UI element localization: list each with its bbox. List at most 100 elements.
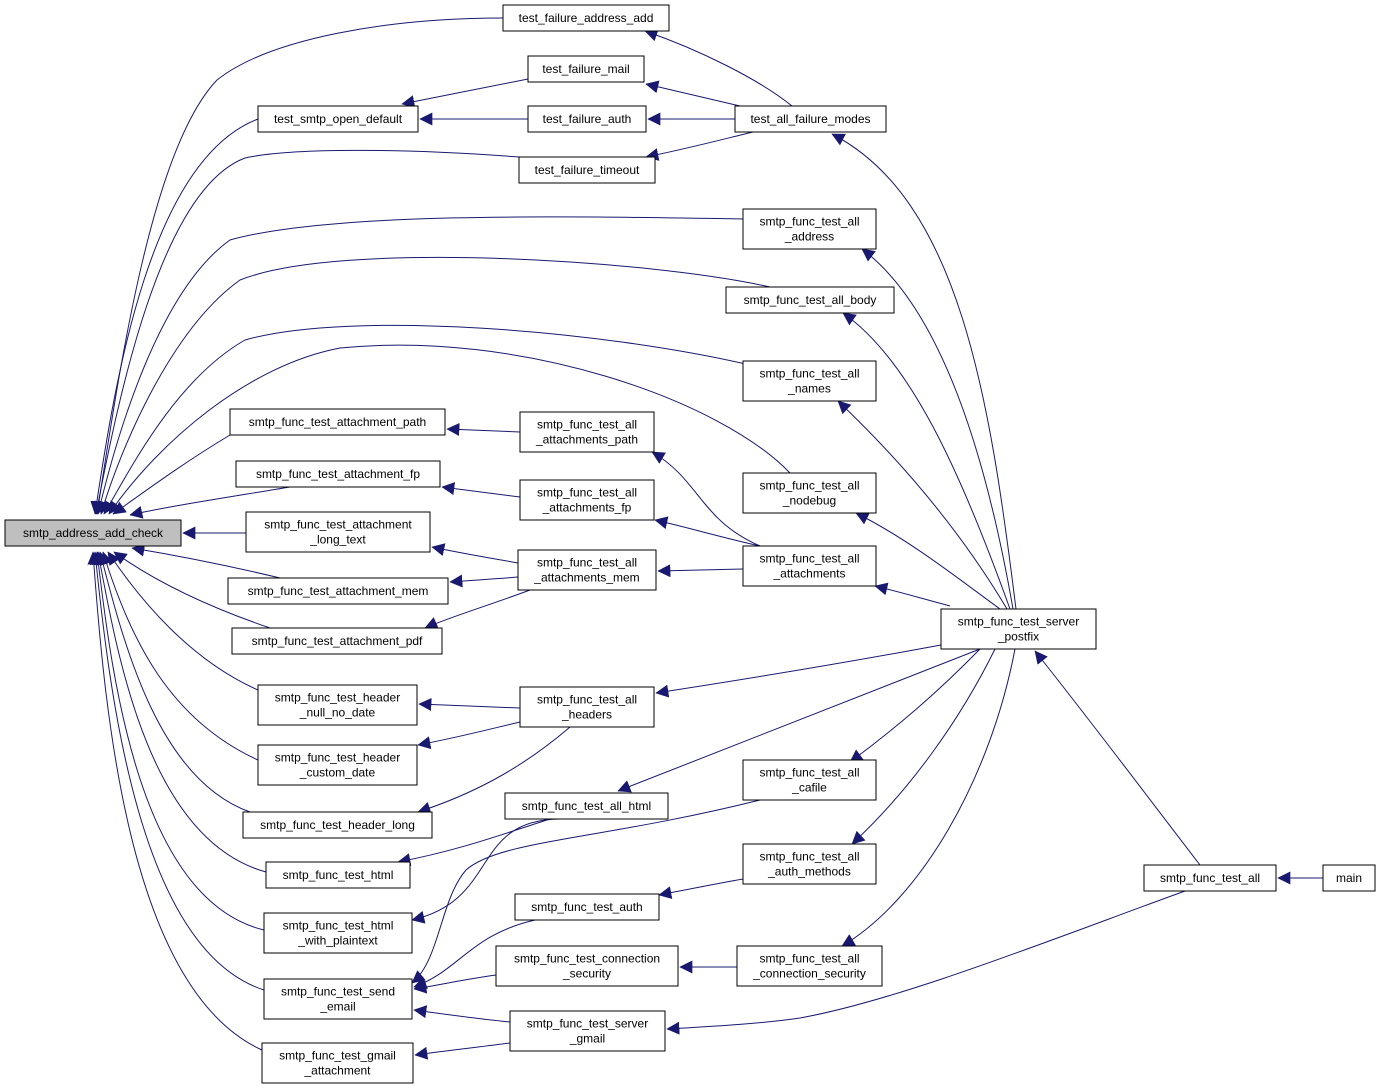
node-label: _attachments	[772, 567, 845, 581]
node-box[interactable]	[257, 744, 418, 786]
function-node[interactable]: smtp_func_test_all_connection_security	[736, 945, 883, 987]
node-box[interactable]	[1322, 864, 1376, 892]
edge-n22-to-n21	[418, 697, 521, 711]
node-label: smtp_func_test_all	[759, 367, 859, 381]
function-node[interactable]: smtp_func_test_all	[1143, 864, 1277, 892]
function-node[interactable]: smtp_func_test_auth	[514, 893, 660, 921]
node-box[interactable]	[742, 545, 877, 587]
edge-n20-to-n22	[655, 644, 942, 698]
node-box[interactable]	[227, 577, 449, 605]
node-box[interactable]	[495, 945, 679, 987]
node-box[interactable]	[519, 686, 655, 728]
node-box[interactable]	[242, 811, 433, 839]
function-node[interactable]: smtp_func_test_all_names	[742, 360, 877, 402]
function-node[interactable]: smtp_func_test_all_address	[742, 208, 877, 250]
function-node[interactable]: smtp_func_test_header_long	[242, 811, 433, 839]
edge-n32-to-n0	[91, 551, 265, 931]
node-box[interactable]	[504, 792, 669, 820]
node-box[interactable]	[263, 912, 413, 954]
edge-n20-to-n5	[831, 133, 1017, 610]
function-node[interactable]: smtp_func_test_attachment_mem	[227, 577, 449, 605]
function-node[interactable]: smtp_func_test_all_html	[504, 792, 669, 820]
function-node[interactable]: test_smtp_open_default	[257, 105, 419, 133]
node-box[interactable]	[502, 4, 670, 32]
function-node[interactable]: smtp_func_test_all_attachments_path	[519, 411, 655, 453]
node-label: _null_no_date	[299, 706, 376, 720]
function-node[interactable]: smtp_func_test_all_attachments_fp	[519, 479, 655, 521]
node-box[interactable]	[514, 893, 660, 921]
node-label: smtp_func_test_all	[759, 215, 859, 229]
node-label: smtp_func_test_header_long	[260, 818, 415, 832]
node-box[interactable]	[734, 105, 887, 133]
function-node[interactable]: smtp_func_test_attachment_long_text	[245, 511, 431, 553]
function-node[interactable]: smtp_func_test_all_attachments	[742, 545, 877, 587]
function-node[interactable]: smtp_func_test_header_null_no_date	[257, 684, 418, 726]
node-label: smtp_func_test_all	[1160, 871, 1260, 885]
function-node[interactable]: smtp_func_test_all_attachments_mem	[517, 549, 657, 591]
function-node[interactable]: test_failure_timeout	[518, 156, 656, 184]
node-box[interactable]	[940, 608, 1097, 650]
function-node[interactable]: smtp_func_test_attachment_path	[229, 408, 446, 436]
function-node[interactable]: test_failure_address_add	[502, 4, 670, 32]
node-box[interactable]	[4, 519, 182, 547]
node-box[interactable]	[518, 156, 656, 184]
node-box[interactable]	[263, 978, 413, 1020]
node-box[interactable]	[1143, 864, 1277, 892]
node-box[interactable]	[265, 861, 411, 889]
function-node[interactable]: smtp_func_test_attachment_pdf	[231, 627, 443, 655]
node-box[interactable]	[742, 360, 877, 402]
node-label: smtp_func_test_html	[283, 919, 394, 933]
edge-n10-to-n0	[112, 434, 231, 515]
edge-n20-to-n7	[861, 248, 1014, 610]
node-box[interactable]	[257, 684, 418, 726]
edge-n20-to-n27	[851, 648, 996, 845]
function-node[interactable]: smtp_func_test_html	[265, 861, 411, 889]
node-box[interactable]	[519, 411, 655, 453]
node-label: _cafile	[791, 781, 827, 795]
node-box[interactable]	[517, 549, 657, 591]
root-function-node[interactable]: smtp_address_add_check	[4, 519, 182, 547]
node-label: smtp_func_test_attachment_pdf	[252, 634, 423, 648]
function-node[interactable]: smtp_func_test_server_gmail	[509, 1010, 666, 1052]
node-label: smtp_func_test_server	[958, 615, 1079, 629]
node-box[interactable]	[742, 759, 877, 801]
node-box[interactable]	[519, 479, 655, 521]
function-node[interactable]: smtp_func_test_all_body	[725, 286, 895, 314]
function-node[interactable]: smtp_func_test_all_cafile	[742, 759, 877, 801]
edge-n5-to-n6	[645, 131, 754, 161]
function-node[interactable]: test_all_failure_modes	[734, 105, 887, 133]
edge-n25-to-n28	[397, 818, 551, 867]
node-box[interactable]	[527, 105, 647, 133]
function-node[interactable]: smtp_func_test_attachment_fp	[235, 460, 441, 488]
node-label: smtp_func_test_all_body	[744, 293, 877, 307]
function-node[interactable]: smtp_func_test_header_custom_date	[257, 744, 418, 786]
node-box[interactable]	[742, 208, 877, 250]
function-node[interactable]: test_failure_mail	[527, 55, 645, 83]
node-box[interactable]	[235, 460, 441, 488]
function-node[interactable]: smtp_func_test_connection_security	[495, 945, 679, 987]
function-node[interactable]: smtp_func_test_gmail_attachment	[261, 1042, 414, 1084]
node-box[interactable]	[245, 511, 431, 553]
node-box[interactable]	[527, 55, 645, 83]
node-box[interactable]	[509, 1010, 666, 1052]
function-node[interactable]: test_failure_auth	[527, 105, 647, 133]
function-node[interactable]: smtp_func_test_all_nodebug	[742, 472, 877, 514]
function-node[interactable]: smtp_func_test_all_headers	[519, 686, 655, 728]
function-node[interactable]: smtp_func_test_send_email	[263, 978, 413, 1020]
function-node[interactable]: main	[1322, 864, 1376, 892]
function-node[interactable]: smtp_func_test_all_auth_methods	[742, 843, 877, 885]
node-box[interactable]	[229, 408, 446, 436]
edge-n22-to-n26	[417, 726, 571, 815]
node-box[interactable]	[231, 627, 443, 655]
node-box[interactable]	[257, 105, 419, 133]
node-box[interactable]	[742, 843, 877, 885]
function-node[interactable]: smtp_func_test_server_postfix	[940, 608, 1097, 650]
node-box[interactable]	[742, 472, 877, 514]
node-label: smtp_address_add_check	[23, 526, 164, 540]
node-box[interactable]	[261, 1042, 414, 1084]
node-box[interactable]	[725, 286, 895, 314]
node-box[interactable]	[736, 945, 883, 987]
edge-n20-to-n17	[874, 582, 951, 607]
function-node[interactable]: smtp_func_test_html_with_plaintext	[263, 912, 413, 954]
edge-n22-to-n23	[417, 721, 521, 750]
